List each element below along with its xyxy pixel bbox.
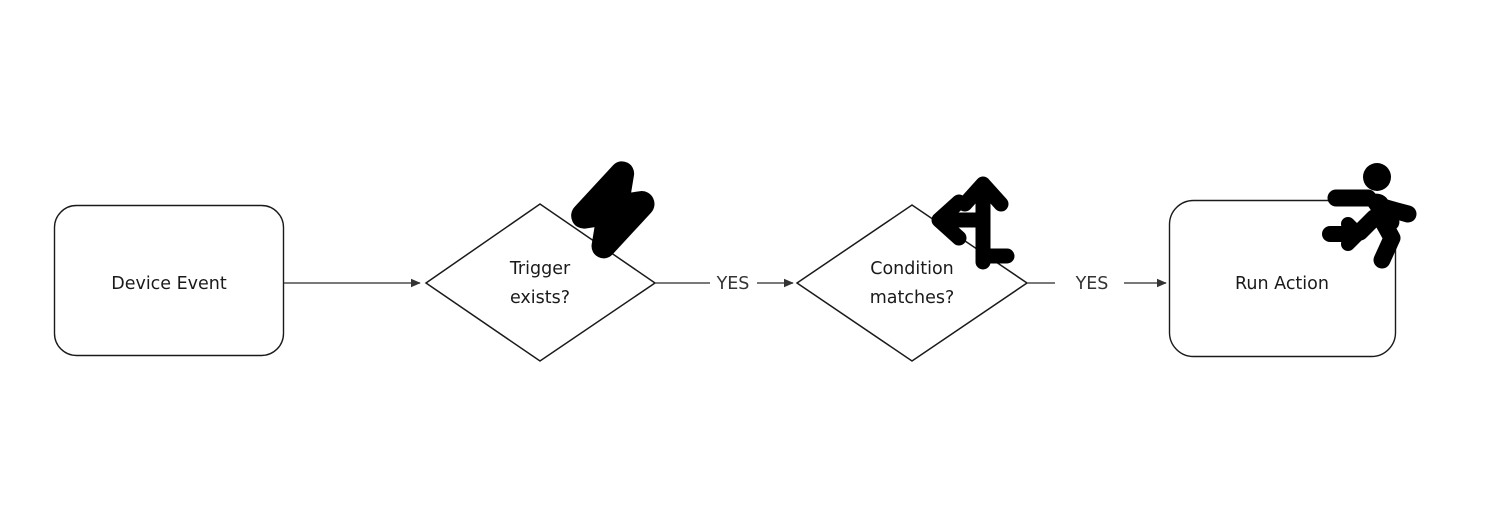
node-trigger-exists[interactable]: Trigger exists? bbox=[424, 161, 657, 362]
node-device-event[interactable]: Device Event bbox=[53, 204, 285, 357]
lightning-bolt-icon bbox=[571, 161, 655, 259]
edge-label-yes-2: YES bbox=[1075, 274, 1109, 294]
fork-arrows-icon bbox=[931, 176, 1015, 270]
node-run-action[interactable]: Run Action bbox=[1168, 163, 1417, 358]
run-action-label: Run Action bbox=[1235, 274, 1329, 294]
condition-matches-label-line1: Condition bbox=[870, 259, 954, 279]
trigger-exists-label-line1: Trigger bbox=[509, 259, 571, 279]
device-event-shape bbox=[53, 204, 285, 357]
edge-condition-to-action: YES bbox=[1027, 274, 1167, 294]
device-event-label: Device Event bbox=[111, 274, 227, 294]
node-condition-matches[interactable]: Condition matches? bbox=[795, 176, 1029, 362]
running-person-icon bbox=[1322, 163, 1417, 269]
condition-matches-shape bbox=[795, 204, 1029, 362]
edge-label-yes-1: YES bbox=[716, 274, 750, 294]
condition-matches-label-line2: matches? bbox=[870, 288, 955, 308]
trigger-exists-label-line2: exists? bbox=[510, 288, 570, 308]
edge-trigger-to-condition: YES bbox=[655, 274, 794, 294]
